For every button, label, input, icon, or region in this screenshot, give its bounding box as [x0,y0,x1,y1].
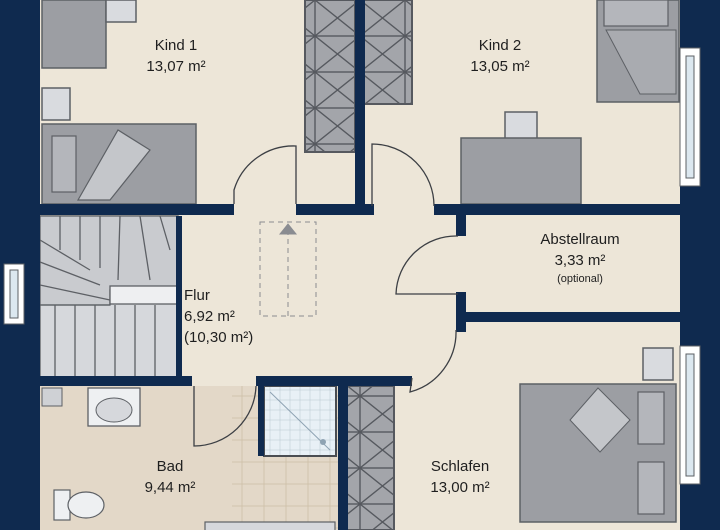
room-area: 9,44 m² [144,479,196,496]
room-name: Abstellraum [540,231,620,248]
attic-hatch-icon [259,221,317,317]
room-area: 3,33 m² [554,252,606,269]
nightstand-icon [642,347,674,381]
room-area: 13,07 m² [146,58,206,75]
chair-icon [504,111,538,141]
room-name: Schlafen [430,458,490,475]
room-note: (optional) [557,273,603,285]
room-label-abstellraum: Abstellraum 3,33 m² (optional) [520,229,640,287]
drain-icon [41,387,63,407]
schlafen-furniture [519,347,677,523]
bathtub-icon [204,521,336,530]
door-swing-icon [233,145,297,204]
room-area: 6,92 m² [184,308,235,325]
room-name: Kind 2 [478,37,522,54]
window-icon [679,345,701,485]
room-label-kind2: Kind 2 13,05 m² [452,35,548,77]
window-icon [3,263,25,325]
chair-icon [105,0,137,23]
toilet-icon [53,489,105,521]
shower-icon [263,385,337,457]
room-name: Flur [184,287,210,304]
bed-icon [519,383,677,523]
room-label-schlafen: Schlafen 13,00 m² [410,456,510,498]
bed-icon [41,123,197,205]
room-area-alt: (10,30 m²) [184,329,254,346]
room-label-kind1: Kind 1 13,07 m² [128,35,224,77]
bed-icon [596,0,680,103]
kind1-furniture [41,0,197,205]
wardrobe-icon [363,0,413,105]
door-swing-icon [371,143,435,207]
kind2-furniture [460,0,680,205]
room-label-flur: Flur 6,92 m² (10,30 m²) [184,285,284,348]
door-swing-icon [409,329,457,393]
room-name: Kind 1 [154,37,198,54]
staircase-icon [39,215,181,379]
room-name: Bad [156,458,184,475]
door-swing-icon [395,235,459,295]
wardrobe-icon [345,385,395,530]
wardrobe-icon [304,0,356,153]
door-swing-icon [193,385,257,447]
nightstand-icon [41,87,71,121]
desk-icon [460,137,582,205]
room-area: 13,00 m² [430,479,490,496]
room-label-bad: Bad 9,44 m² [130,456,210,498]
room-area: 13,05 m² [470,58,530,75]
desk-icon [41,0,107,69]
bath-fixtures [41,385,337,530]
window-icon [679,47,701,187]
